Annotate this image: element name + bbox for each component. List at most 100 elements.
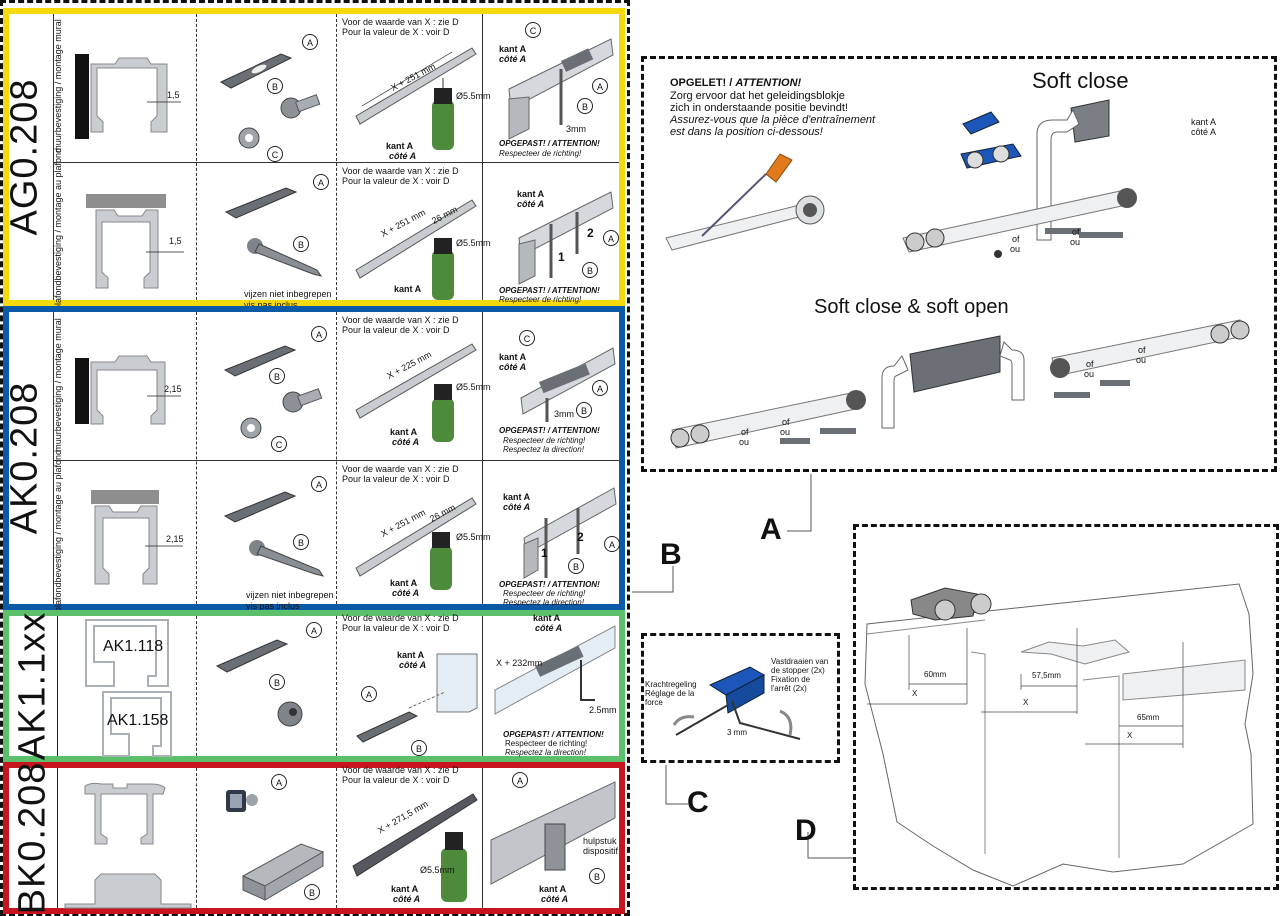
side-label-fr: côté A [499, 362, 527, 372]
drill-note-nl: Voor de waarde van X : zie D [342, 315, 459, 325]
stopper-nl-1: Vastdraaien van [771, 657, 829, 666]
callout-a: A [306, 622, 322, 638]
section-ak0-208: AK0.208 muurbevestiging / montage mural … [3, 306, 625, 613]
install-drawing [523, 487, 617, 579]
or-label-fr: ou [739, 437, 750, 447]
drill-diameter: Ø5.5mm [456, 382, 491, 392]
soft-close-title: Soft close [1032, 68, 1129, 93]
side-label-nl: kant A [499, 44, 527, 54]
section-ak1-1xx: AK1.1xx AK1.118 AK1.158 A B Voor de waar… [3, 610, 625, 762]
or-label-fr: ou [1070, 237, 1081, 247]
warning-nl: Respecteer de richting! [499, 295, 582, 304]
divider [53, 312, 54, 604]
side-label-fr: côté A [392, 588, 420, 598]
section-bk0-208: BK0.208 A B Voor de waarde van X : zie D… [3, 762, 625, 914]
side-label-fr: côté A [393, 894, 421, 904]
drill-diameter: Ø5.5mm [456, 91, 491, 101]
wall-thickness: 1,5 [167, 90, 180, 100]
left-column-frame [0, 0, 630, 916]
divider [336, 768, 337, 908]
dimension-x: X [1023, 698, 1029, 707]
drill-diameter: Ø5.5mm [456, 238, 491, 248]
warning-title-fr: ATTENTION! [735, 77, 802, 89]
side-label-fr: côté A [389, 151, 417, 161]
divider [196, 14, 197, 300]
side-label-fr: côté A [541, 894, 569, 904]
side-label-nl: kant A [394, 284, 422, 294]
warning-title: OPGEPAST! / ATTENTION! [499, 426, 600, 435]
install-drawing [490, 781, 616, 885]
rail-drill-drawing [355, 47, 477, 150]
section-code: BK0.208 [11, 761, 54, 915]
label-c: C [687, 786, 709, 819]
side-label-nl: kant A [517, 189, 545, 199]
or-label-fr: ou [1010, 244, 1021, 254]
dimension-x: X [912, 689, 918, 698]
end-stop-part-a [226, 790, 258, 812]
aux-part-fr: dispositif [583, 846, 619, 856]
drill-diameter: Ø5.5mm [420, 865, 455, 875]
side-label-fr: côté A [503, 502, 531, 512]
callout-b: B [576, 402, 592, 418]
soft-close-parts-drawing [902, 99, 1137, 258]
profile-label: AK1.118 [103, 638, 164, 655]
drill-note-nl: Voor de waarde van X : zie D [342, 613, 459, 623]
dimension-x: X [1127, 731, 1133, 740]
bracket-part-a [223, 491, 297, 523]
callout-c: C [525, 22, 541, 38]
or-label-fr: ou [780, 427, 791, 437]
side-label-nl: kant A [533, 613, 561, 623]
warning-fr: Respectez la direction! [503, 445, 584, 454]
warning-title: OPGEPAST! / ATTENTION! [503, 730, 604, 739]
mount-label: plafondbevestiging / montage au plafond [53, 449, 63, 613]
callout-a: A [271, 774, 287, 790]
bracket-part-a [215, 639, 289, 673]
screw-part-b [249, 540, 325, 577]
rail-profile [90, 57, 168, 133]
section-code: AK0.208 [3, 381, 46, 535]
or-label-nl: of [782, 417, 790, 427]
drill-note-nl: Voor de waarde van X : zie D [342, 17, 459, 27]
ceiling-profile-drawing [86, 194, 184, 289]
profile-ak1-158-drawing [102, 691, 172, 757]
warning-title: OPGEPAST! / ATTENTION! [499, 139, 600, 148]
leader-a [787, 474, 812, 532]
divider [336, 312, 337, 604]
callout-a: A [592, 78, 608, 94]
divider [196, 768, 197, 908]
side-label-nl: kant A [1191, 117, 1217, 127]
side-label-nl: kant A [386, 141, 414, 151]
or-label-nl: of [1086, 359, 1094, 369]
side-label-fr: côté A [517, 199, 545, 209]
divider [482, 616, 483, 756]
divider [336, 14, 337, 300]
wall-profile-drawing [75, 54, 181, 139]
callout-a: A [512, 772, 528, 788]
drill-diameter: Ø5.5mm [456, 532, 491, 542]
rail-drill-drawing [352, 793, 478, 902]
section-code: AK1.1xx [11, 611, 54, 761]
panel-c-frame [641, 633, 840, 763]
force-fr-1: Réglage de la [645, 689, 695, 698]
callout-b: B [577, 98, 593, 114]
screwdriver-adjust-drawing [665, 153, 825, 251]
warning-nl: Respecteer de richting! [499, 149, 582, 158]
or-label-nl: of [1072, 227, 1080, 237]
profile-ak1-118-drawing [85, 619, 169, 687]
or-label-nl: of [1012, 234, 1020, 244]
set-screw-part-b [277, 701, 303, 727]
profile-bk-drawing [64, 782, 192, 909]
divider [482, 768, 483, 908]
side-label-fr: côté A [1191, 127, 1217, 137]
label-b: B [660, 538, 682, 571]
panel-d-frame [853, 524, 1279, 890]
stopper-nl-2: de stopper (2x) [771, 666, 825, 675]
tool-size: 2.5mm [589, 705, 617, 715]
drill-note-fr: Pour la valeur de X : voir D [342, 474, 450, 484]
side-label-nl: kant A [397, 650, 425, 660]
drill-note-nl: Voor de waarde van X : zie D [342, 765, 459, 775]
side-label-fr: côté A [392, 437, 420, 447]
divider [53, 162, 619, 163]
install-drawing [508, 38, 614, 140]
rail-drill-drawing [355, 497, 477, 590]
